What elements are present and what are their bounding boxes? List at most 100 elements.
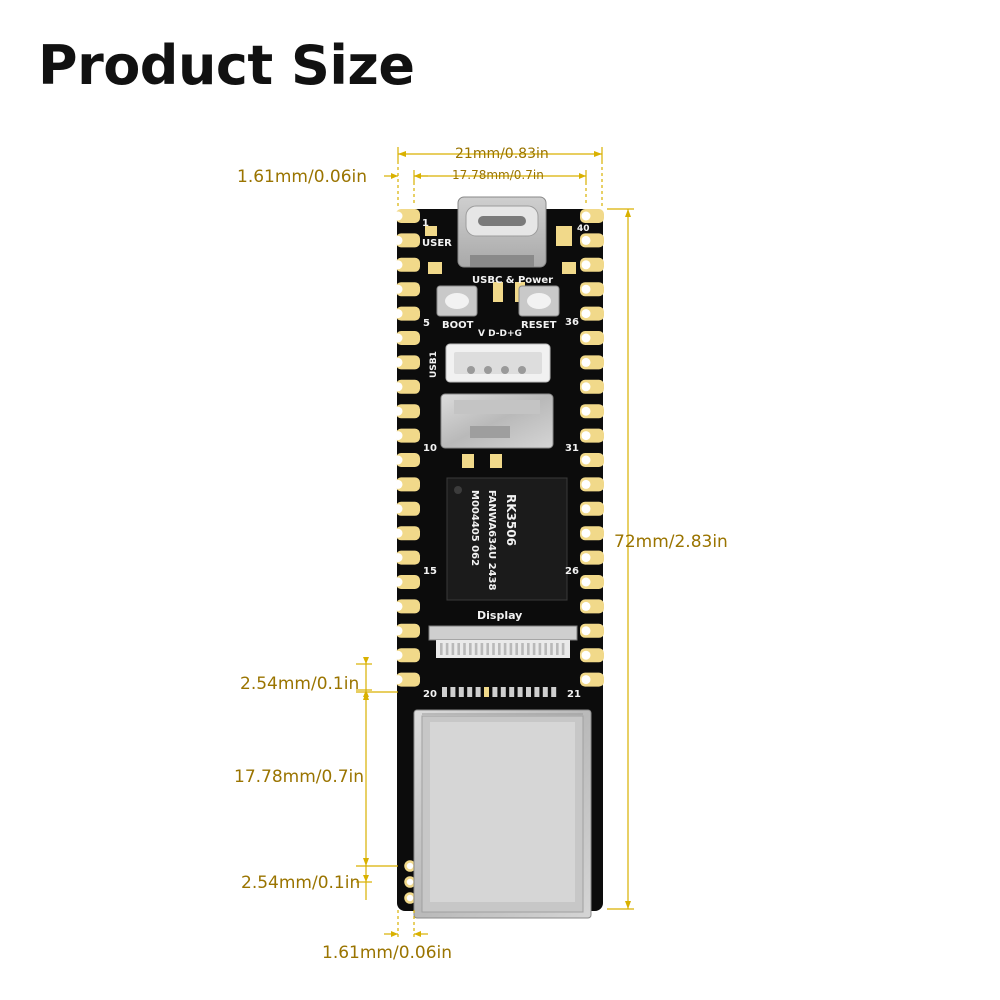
right-pin-row bbox=[580, 209, 604, 687]
castellated-pad bbox=[396, 599, 420, 614]
mounting-hole bbox=[404, 892, 416, 904]
usb-power-label: USBC & Power bbox=[472, 275, 553, 286]
display-label: Display bbox=[477, 609, 522, 622]
fpc-pin bbox=[486, 643, 489, 655]
pad-hole bbox=[581, 431, 591, 441]
test-pad bbox=[542, 687, 548, 697]
fpc-pin bbox=[474, 643, 478, 655]
test-pad bbox=[458, 687, 464, 697]
test-pad bbox=[492, 687, 498, 697]
fpc-pin bbox=[503, 643, 507, 655]
pin-label-21: 21 bbox=[567, 689, 581, 700]
pin-label-5: 5 bbox=[423, 318, 430, 329]
fpc-pin bbox=[469, 643, 472, 655]
pad-hole bbox=[581, 626, 591, 636]
castellated-pad bbox=[396, 453, 420, 467]
fpc-pin bbox=[440, 643, 443, 655]
pad-hole bbox=[393, 431, 403, 441]
test-pad bbox=[475, 687, 481, 697]
pad-hole bbox=[393, 553, 403, 563]
pcb-board: RK3506 FANWA634U 2438 M004405 062 1 USER… bbox=[393, 196, 604, 919]
usb1-label: USB1 bbox=[429, 351, 439, 378]
fpc-pin bbox=[492, 643, 495, 655]
boot-label: BOOT bbox=[442, 320, 474, 331]
pad-hole bbox=[393, 455, 403, 465]
pad-hole bbox=[581, 650, 591, 660]
castellated-pad bbox=[396, 404, 420, 419]
test-pad bbox=[526, 687, 531, 697]
castellated-pad bbox=[396, 648, 420, 663]
soc-chip: RK3506 FANWA634U 2438 M004405 062 bbox=[446, 477, 568, 601]
pin-label-10: 10 bbox=[423, 443, 437, 454]
pad-hole bbox=[393, 577, 403, 587]
edge-offset-top-label: 1.61mm/0.06in bbox=[237, 167, 367, 187]
pad-hole bbox=[581, 479, 591, 489]
fpc-pin bbox=[515, 643, 518, 655]
pad-hole bbox=[581, 504, 591, 514]
pad-hole bbox=[581, 553, 591, 563]
castellated-pad bbox=[396, 209, 420, 223]
castellated-pad bbox=[396, 257, 420, 272]
pad-hole bbox=[581, 333, 591, 343]
castellated-pad bbox=[396, 379, 420, 394]
fpc-pin bbox=[556, 643, 559, 655]
board-length-label: 72mm/2.83in bbox=[614, 532, 728, 552]
page-title: Product Size bbox=[38, 34, 415, 97]
row-spacing-label: 17.78mm/0.7in bbox=[452, 168, 544, 182]
fpc-pin bbox=[480, 643, 484, 655]
test-pad-row bbox=[404, 687, 557, 904]
pad-hole bbox=[393, 479, 403, 489]
castellated-pad bbox=[396, 355, 420, 370]
fpc-pin bbox=[544, 643, 547, 655]
castellated-pad bbox=[396, 526, 420, 541]
test-pad bbox=[467, 687, 473, 697]
reset-label: RESET bbox=[521, 320, 557, 331]
usb1-pin-label: V D-D+G bbox=[478, 329, 522, 339]
pad-hole bbox=[581, 577, 591, 587]
fpc-pin bbox=[538, 643, 542, 655]
fpc-pin bbox=[451, 643, 455, 655]
pad-hole bbox=[581, 260, 591, 270]
castellated-pad bbox=[396, 550, 420, 565]
pin-label-1: 1 bbox=[422, 218, 429, 229]
pad-hole bbox=[393, 235, 403, 245]
fpc-pin bbox=[527, 643, 530, 655]
usb-c-connector bbox=[457, 196, 547, 268]
smd-pad bbox=[493, 282, 503, 302]
pad-hole bbox=[393, 650, 403, 660]
pad-hole bbox=[393, 309, 403, 319]
fpc-pin bbox=[463, 643, 466, 655]
chip-marking-3: M004405 062 bbox=[469, 490, 480, 566]
test-pad bbox=[484, 687, 489, 697]
mount-spacing-label: 17.78mm/0.7in bbox=[234, 767, 364, 787]
test-pad bbox=[450, 687, 456, 697]
pin-label-36: 36 bbox=[565, 317, 579, 328]
dimension-arrowheads bbox=[363, 151, 631, 937]
pad-hole bbox=[581, 675, 591, 685]
pad-hole bbox=[393, 357, 403, 367]
dimension-lines bbox=[356, 147, 634, 940]
smd-pad bbox=[462, 454, 474, 468]
pad-hole bbox=[393, 211, 403, 221]
smd-pad bbox=[556, 226, 572, 246]
left-pin-row bbox=[393, 209, 420, 687]
pad-hole bbox=[581, 528, 591, 538]
pad-hole bbox=[581, 455, 591, 465]
pad-hole bbox=[581, 357, 591, 367]
castellated-pad bbox=[396, 331, 420, 345]
pad-hole bbox=[393, 260, 403, 270]
castellated-pad bbox=[396, 477, 420, 492]
test-pad bbox=[551, 687, 557, 697]
smd-pad bbox=[425, 226, 437, 236]
chip-marking-1: RK3506 bbox=[504, 494, 518, 546]
pad-hole bbox=[393, 406, 403, 416]
fpc-pin bbox=[550, 643, 553, 655]
test-pad bbox=[509, 687, 515, 697]
fpc-pin bbox=[445, 643, 449, 655]
boot-button-component bbox=[436, 285, 478, 317]
castellated-pad bbox=[396, 623, 420, 638]
smd-pad bbox=[562, 262, 576, 274]
test-pad bbox=[442, 687, 447, 697]
pad-hole bbox=[581, 406, 591, 416]
